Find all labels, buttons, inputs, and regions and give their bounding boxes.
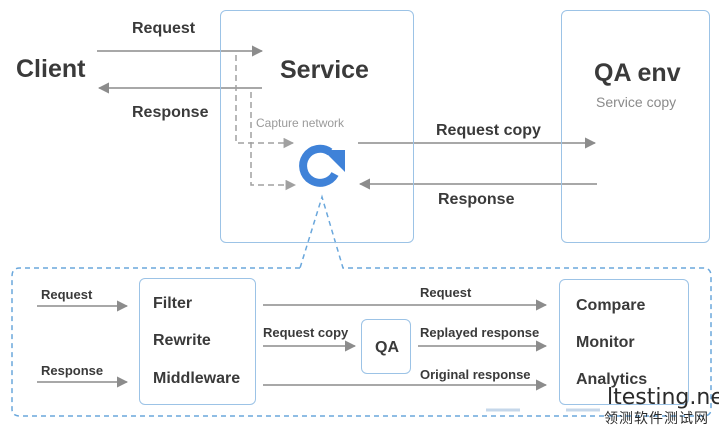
request-label: Request	[132, 20, 196, 37]
watermark-site: ltesting.net	[607, 385, 719, 410]
qa-env-label: QA env	[594, 59, 681, 87]
capture-dashed-line-response	[250, 92, 297, 191]
capture-network-label: Capture network	[256, 116, 345, 130]
original-response-label: Original response	[420, 367, 531, 382]
replayed-response-label: Replayed response	[420, 325, 540, 340]
capture-dashed-line-request	[235, 55, 295, 149]
processor-box	[139, 278, 256, 405]
service-label: Service	[280, 56, 369, 84]
response-label: Response	[132, 104, 209, 121]
qa-label: QA	[375, 339, 399, 356]
request-copy-bottom-label: Request copy	[263, 325, 349, 340]
input-request-label: Request	[41, 287, 93, 302]
service-copy-label: Service copy	[596, 94, 677, 110]
outputs-box	[559, 279, 689, 405]
qa-response-label: Response	[438, 191, 515, 208]
qa-env-box	[561, 10, 710, 243]
processor-rewrite: Rewrite	[153, 332, 211, 349]
qa-box	[361, 319, 411, 374]
service-box	[220, 10, 414, 243]
output-compare: Compare	[576, 297, 646, 314]
request-copy-label: Request copy	[436, 122, 541, 139]
capture-network-icon	[299, 144, 345, 187]
input-response-label: Response	[41, 363, 104, 378]
detail-dashed-frame	[11, 194, 712, 417]
output-analytics: Analytics	[576, 371, 648, 388]
processor-middleware: Middleware	[153, 370, 241, 387]
processor-filter: Filter	[153, 295, 193, 312]
client-label: Client	[16, 55, 86, 83]
output-monitor: Monitor	[576, 334, 635, 351]
request-out-label: Request	[420, 285, 472, 300]
watermark-cn: 领测软件测试网	[604, 410, 709, 426]
